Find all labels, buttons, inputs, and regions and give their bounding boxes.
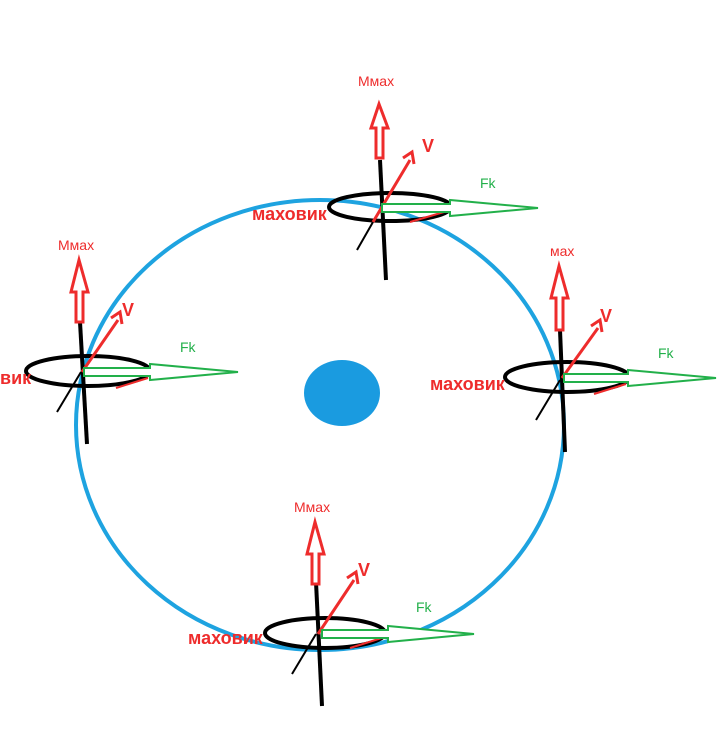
velocity-arrowhead	[590, 317, 604, 333]
disk-red-accent	[593, 383, 627, 395]
force-arrow	[83, 362, 239, 382]
center-body	[304, 360, 380, 426]
flywheel-axis	[314, 581, 324, 707]
velocity-arrow	[80, 319, 120, 373]
moment-label: Mмах	[58, 237, 94, 253]
moment-arrow	[368, 99, 391, 160]
flywheel-axis	[78, 321, 89, 445]
moment-arrow	[305, 516, 326, 586]
disk-red-accent	[409, 211, 445, 223]
moment-arrow	[549, 260, 570, 332]
velocity-arrow	[316, 579, 356, 635]
moment-label: Mмах	[358, 73, 394, 89]
flywheel-left: Mмах V Fk вик	[0, 237, 239, 445]
flywheel-tilt-axis	[291, 633, 317, 675]
velocity-label: V	[422, 136, 434, 156]
velocity-arrow	[560, 327, 600, 379]
force-arrow	[563, 368, 717, 388]
moment-label: мах	[550, 243, 574, 259]
velocity-label: V	[122, 300, 134, 320]
flywheel-name-label: вик	[0, 368, 32, 388]
moment-arrow	[69, 254, 90, 324]
flywheel-right: мах V Fk маховик	[430, 243, 717, 453]
force-label: Fk	[180, 339, 197, 355]
velocity-arrowhead	[346, 569, 360, 585]
disk-red-accent	[349, 637, 383, 649]
flywheel-name-label: маховик	[252, 204, 328, 224]
flywheel-name-label: маховик	[188, 628, 264, 648]
force-arrow	[321, 624, 475, 644]
flywheel-tilt-axis	[56, 371, 82, 413]
moment-label: Mмах	[294, 499, 330, 515]
velocity-arrowhead	[110, 309, 124, 325]
velocity-label: V	[358, 560, 370, 580]
flywheel-bottom: Mмах V Fk маховик	[188, 499, 475, 707]
flywheel-name-label: маховик	[430, 374, 506, 394]
force-label: Fk	[480, 175, 497, 191]
disk-red-accent	[115, 377, 149, 389]
velocity-arrow	[371, 159, 412, 223]
force-label: Fk	[416, 599, 433, 615]
velocity-arrowhead	[402, 149, 416, 165]
force-arrow	[381, 198, 539, 218]
force-label: Fk	[658, 345, 675, 361]
flywheel-tilt-axis	[535, 379, 561, 421]
flywheel-top: Mмах V Fk маховик	[252, 73, 539, 281]
velocity-label: V	[600, 306, 612, 326]
